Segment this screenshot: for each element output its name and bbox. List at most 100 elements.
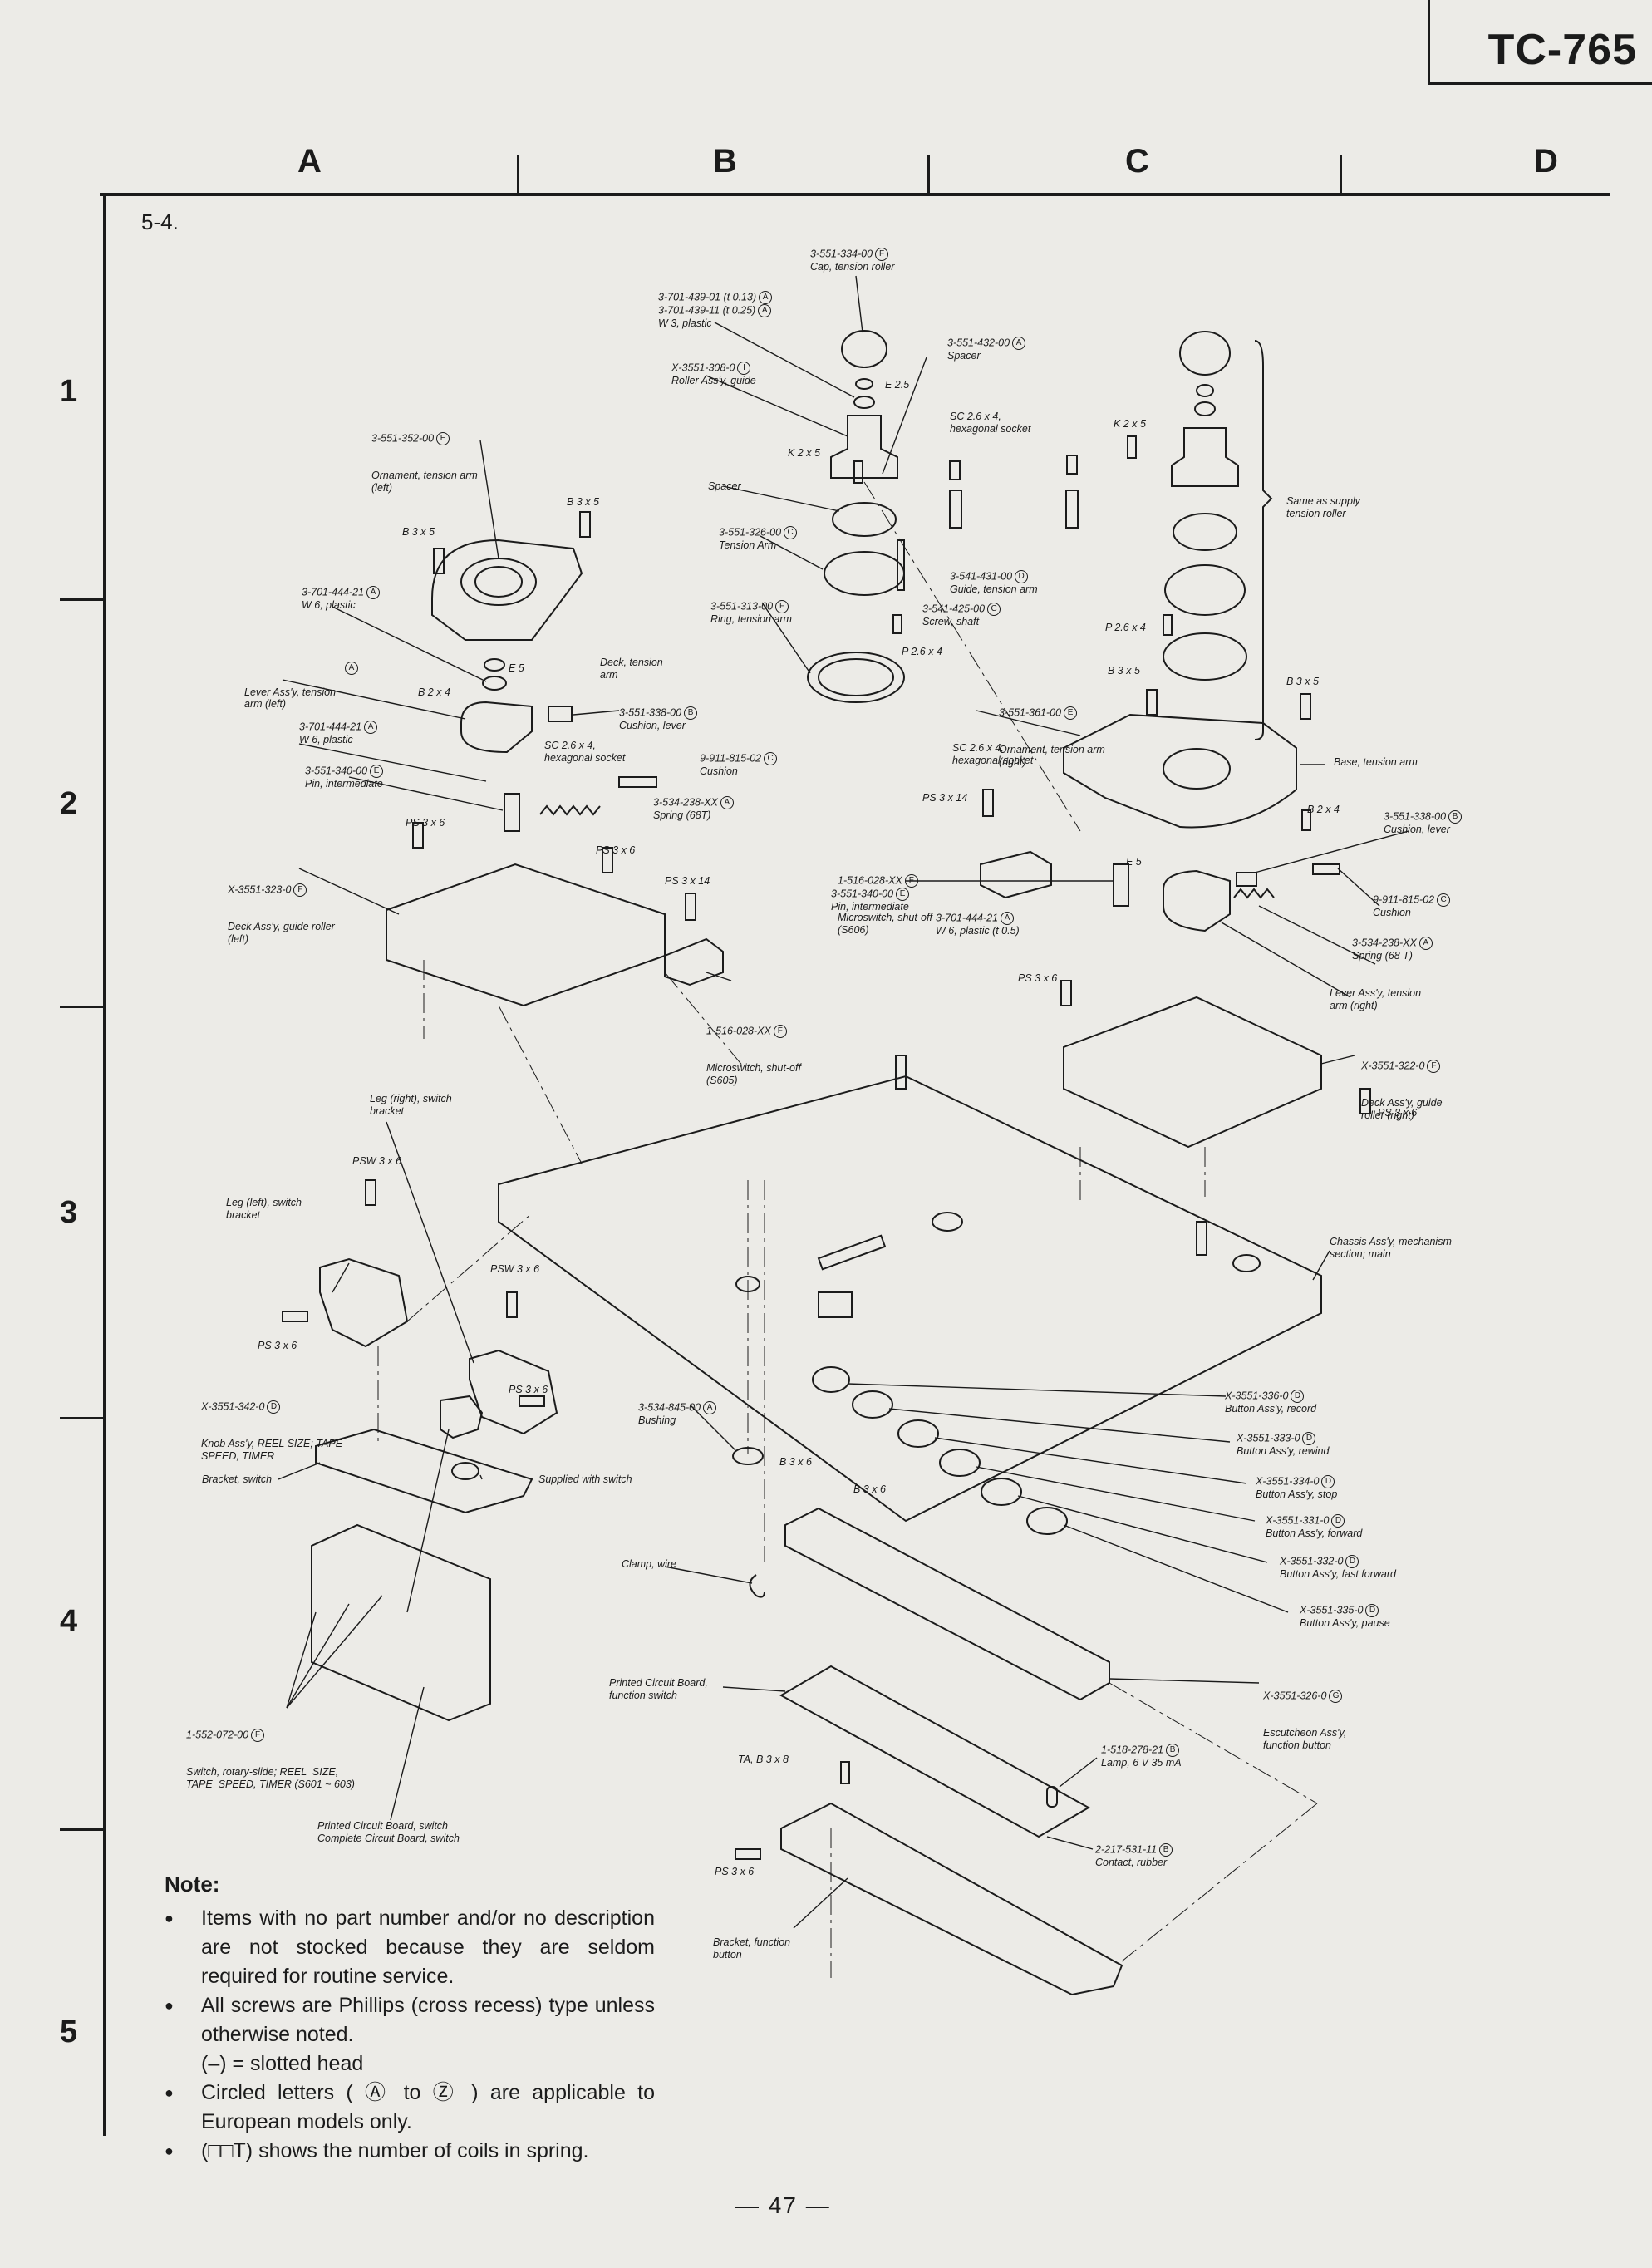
callout-ps3x14-right: PS 3 x 14 (922, 792, 968, 804)
callout-ps3x6-e: PS 3 x 6 (258, 1340, 297, 1351)
callout-p26x4-right: P 2.6 x 4 (1105, 622, 1146, 633)
spring-coil (539, 804, 601, 816)
base-tension-arm (1063, 713, 1297, 829)
row-label-5: 5 (60, 2015, 78, 2049)
row-divider (60, 1006, 105, 1008)
callout-sc26x4-left: SC 2.6 x 4, hexagonal socket (544, 740, 626, 764)
row-label-3: 3 (60, 1195, 78, 1230)
callout-supplied-with-switch: Supplied with switch (538, 1473, 632, 1485)
row-label-4: 4 (60, 1604, 78, 1639)
ornament-left-ring (460, 558, 537, 606)
model-title: TC-765 (1487, 26, 1637, 74)
e5-clip (484, 658, 505, 672)
callout-sc26x4-right: SC 2.6 x 4, hexagonal socket (952, 742, 1034, 766)
screw-ps3x6 (602, 847, 613, 873)
supply-tension-roller-stack (807, 330, 1079, 703)
callout-b3x5-d: B 3 x 5 (1286, 676, 1319, 687)
clamp-wire (749, 1574, 765, 1598)
guide-post (1065, 490, 1079, 529)
screw-b3x5 (433, 548, 445, 574)
callout-b3x5-c: B 3 x 5 (1108, 665, 1140, 676)
row-divider (60, 1828, 105, 1831)
screw-b3x5-right (1146, 689, 1158, 716)
button-ff (981, 1478, 1022, 1506)
screw-ps3x14 (685, 893, 696, 921)
w3-washer (853, 396, 875, 409)
screw-ps3x6 (412, 822, 424, 849)
pcb-switch (311, 1523, 491, 1722)
callout-pcb-switch: Printed Circuit Board, switch Complete C… (317, 1820, 460, 1844)
column-label-c: C (1125, 143, 1149, 180)
callout-e5-left: E 5 (509, 662, 524, 674)
page-number: — 47 — (735, 2192, 831, 2218)
pin-intermediate (504, 793, 520, 832)
callout-w3-plastic: 3-701-439-01 (t 0.13)A 3-701-439-11 (t 0… (658, 291, 773, 330)
column-label-d: D (1534, 143, 1558, 180)
row-divider (60, 598, 105, 601)
callout-bracket-function: Bracket, function button (713, 1936, 791, 1961)
note-item: (□□T) shows the number of coils in sprin… (165, 2137, 655, 2166)
screw-ps3x6-right (1359, 1088, 1371, 1114)
screw-ps3x6-right (1060, 980, 1072, 1006)
col-divider (1340, 155, 1342, 193)
callout-b3x6-b: B 3 x 6 (853, 1483, 886, 1495)
takeup-tension-roller-stack (980, 331, 1371, 1149)
note-item: Items with no part number and/or no desc… (165, 1904, 655, 1991)
callout-base-tension-arm: Base, tension arm (1334, 756, 1418, 768)
note-item: Circled letters ( Ⓐ to Ⓩ ) are applicabl… (165, 2079, 655, 2137)
cap-tension-roller (841, 330, 887, 368)
screw-b3x5-right (1300, 693, 1311, 720)
callout-ps3x14-left: PS 3 x 14 (665, 875, 710, 887)
screw-ps3x6 (282, 1311, 308, 1322)
callout-e25: E 2.5 (885, 379, 910, 391)
callout-b3x5-b: B 3 x 5 (567, 496, 599, 508)
cushion-rod (618, 776, 657, 788)
tension-arm-disc (824, 551, 905, 596)
screw-ps3x6-bottom (735, 1848, 761, 1860)
lamp (1046, 1786, 1058, 1808)
escutcheon (784, 1507, 1110, 1701)
callout-same-as-supply: Same as supply tension roller (1286, 495, 1360, 519)
cap-tension-roller-right (1179, 331, 1231, 376)
knob-assy (440, 1395, 484, 1439)
button-stop (897, 1419, 939, 1448)
bracket-switch (315, 1428, 533, 1514)
callout-e5-right: E 5 (1126, 856, 1142, 868)
deck-guide-roller-left (386, 863, 666, 1007)
col-divider (927, 155, 930, 193)
col-divider (517, 155, 519, 193)
callout-psw3x6-b: PSW 3 x 6 (490, 1263, 540, 1275)
deck-guide-roller-right (1063, 996, 1322, 1149)
callout-k2x5-right: K 2 x 5 (1114, 418, 1146, 430)
screw-psw3x6 (506, 1291, 518, 1318)
callout-leg-right: Leg (right), switch bracket (370, 1093, 452, 1117)
cushion-right (1312, 863, 1340, 875)
roller-assy-guide (830, 415, 898, 479)
callout-chassis: Chassis Ass'y, mechanism section; main (1330, 1236, 1452, 1260)
leg-right (469, 1349, 558, 1435)
note-item: All screws are Phillips (cross recess) t… (165, 1991, 655, 2079)
bracket-function-button (780, 1802, 1123, 1996)
screw-shaft (897, 539, 905, 591)
callout-ps3x6-a: PS 3 x 6 (406, 817, 445, 829)
callout-ps3x6-b: PS 3 x 6 (596, 844, 636, 856)
callout-spacer: Spacer (708, 480, 741, 492)
callout-lever-left: Lever Ass'y, tension arm (left)A (244, 662, 358, 723)
